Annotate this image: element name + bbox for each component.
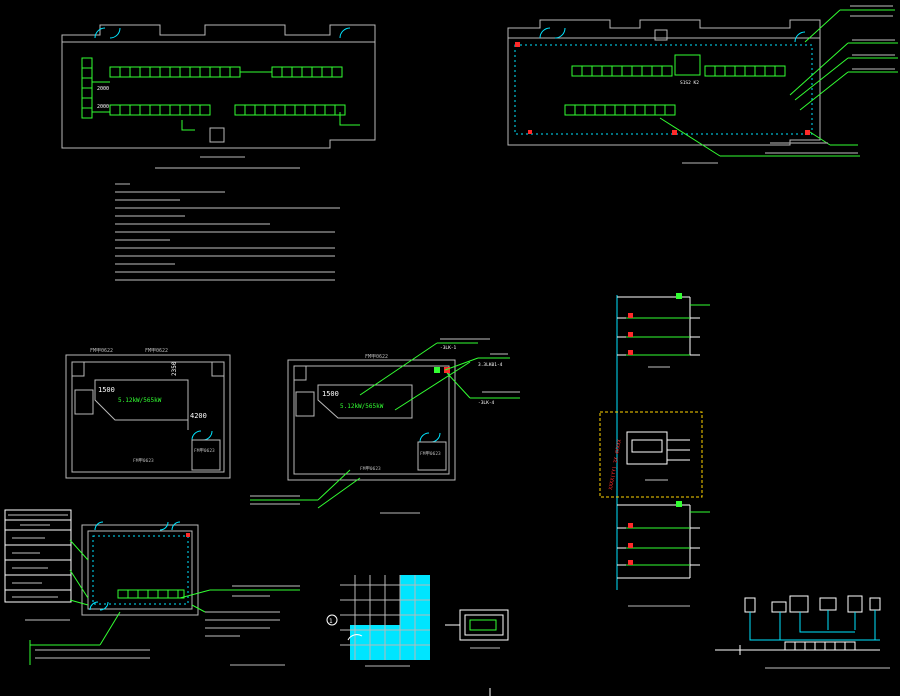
- plan-c-dim-1500: 1500: [98, 386, 115, 394]
- riser-control-panel: [626, 431, 668, 465]
- plan-b-rack-row-lower: [564, 104, 676, 116]
- section-arc: [347, 634, 363, 641]
- plan-b-callout-leaders: [659, 9, 898, 157]
- plan-a-door-arc-3: [339, 27, 351, 39]
- plan-b-device-red-3: [805, 130, 810, 135]
- plan-a-cable-tray: [92, 71, 360, 131]
- riser-diagram: XXXX(YY) 3X 4XXXX: [599, 293, 710, 607]
- plan-e-callout-text: [25, 585, 300, 659]
- plan-c-door-arc: [191, 430, 213, 441]
- plan-c-dim-4200: 4200: [190, 412, 207, 420]
- plan-c-door-1: FM甲0622: [90, 348, 113, 354]
- plan-b-device-red-4: [528, 130, 532, 134]
- plan-c-room: FM甲0622 FM甲0622 1500 2350 4200 5.12kW/56…: [65, 348, 231, 479]
- plan-c-corner-1: [71, 361, 85, 377]
- plan-d-device-red: [444, 367, 450, 373]
- plan-d-dim-1500: 1500: [322, 390, 339, 398]
- plan-a-rack-column-left: [81, 57, 93, 119]
- riser-top-group: [617, 296, 700, 356]
- riser-top-devices: [628, 293, 682, 355]
- plan-d-door-side: FM甲0623: [420, 451, 441, 457]
- plan-b-tag: S1S2 K2: [680, 80, 699, 86]
- wiring-terminal-strip: [784, 641, 856, 651]
- plan-b-device-red-1: [515, 42, 520, 47]
- cable-tray-detail: [445, 609, 509, 649]
- section-cyan-fill: [350, 575, 430, 660]
- riser-bottom-devices: [628, 501, 682, 565]
- plan-a-rack-row-lower: [109, 104, 346, 116]
- riser-control-box: [599, 411, 703, 498]
- plan-c-door-2: FM甲0622: [145, 348, 168, 354]
- plan-d-tag-a: -3LK-1: [440, 345, 457, 351]
- plan-c-dim-2350: 2350: [171, 361, 178, 376]
- plan-d-door-bottom: FM甲0623: [360, 466, 381, 472]
- plan-d-door: FM甲0622: [365, 354, 388, 360]
- plan-a-door-arc-2: [109, 27, 121, 39]
- design-notes-block: [115, 167, 340, 281]
- plan-e-door-arcs: [89, 521, 181, 611]
- plan-d-leaders: [250, 342, 520, 509]
- plan-b-floor-plan: S1S2 K2: [507, 5, 898, 164]
- plan-c-corner-2: [211, 361, 225, 377]
- plan-c-rack-zone: [94, 379, 189, 421]
- riser-control-screen: [631, 439, 663, 453]
- plan-a-floor-plan: 2000 2000: [61, 24, 376, 158]
- riser-top-bars: [626, 304, 710, 356]
- plan-c-door-bottom: FM甲0623: [133, 458, 154, 464]
- plan-c-walls: [65, 354, 231, 479]
- plan-a-walls: [61, 24, 376, 149]
- plan-d-room: FM甲0622 1500 5.12kW/565kW FM甲0623 FM甲062…: [250, 338, 520, 514]
- plan-a-dim-bottom: 2000: [97, 104, 109, 110]
- plan-c-door-side: FM甲0623: [194, 448, 215, 454]
- plan-d-rack-rating: 5.12kW/565kW: [340, 403, 384, 410]
- legend-table: [4, 509, 72, 603]
- plan-d-tag-b: -3LK-4: [478, 400, 495, 406]
- plan-e-room: [25, 521, 300, 666]
- riser-vertical-note: XXXX(YY) 3X 4XXXX: [608, 439, 623, 490]
- plan-b-detection-loop: [514, 44, 813, 135]
- plan-e-leaders: [29, 539, 300, 665]
- section-grid-detail: 1: [326, 575, 509, 667]
- plan-c-rack-block: [74, 389, 94, 415]
- plan-d-walls: [287, 359, 456, 481]
- plan-d-callout-text: [250, 338, 520, 505]
- plan-c-utility: [191, 439, 221, 471]
- plan-d-rack-zone: [317, 384, 413, 419]
- section-grid-marker-label: 1: [329, 618, 333, 625]
- plan-b-door-arc-1: [539, 27, 551, 39]
- riser-bottom-bars: [626, 511, 710, 566]
- plan-a-door-arc-1: [94, 27, 106, 39]
- plan-a-column: [209, 127, 225, 143]
- plan-d-rack-block: [295, 391, 315, 417]
- plan-d-utility: [417, 441, 447, 471]
- plan-d-device-green: [434, 367, 440, 373]
- system-wiring-diagram: [715, 595, 890, 669]
- plan-a-dim-top: 2000: [97, 86, 109, 92]
- plan-e-device-red: [186, 533, 190, 537]
- plan-b-door-arc-2: [554, 27, 566, 39]
- plan-b-door-arc-3: [794, 31, 806, 43]
- legend-text: [8, 514, 68, 598]
- plan-c-rack-rating: 5.12kW/565kW: [118, 397, 162, 404]
- plan-e-walls: [81, 524, 199, 616]
- wiring-devices: [744, 595, 881, 613]
- plan-d-door-arc: [419, 432, 441, 443]
- plan-b-rack-row-upper: [571, 54, 786, 77]
- plan-e-detection-loop: [92, 535, 189, 605]
- plan-e-rack-row: [117, 589, 185, 599]
- section-grid-lines: [340, 575, 430, 660]
- plan-b-callout-text: [765, 5, 895, 154]
- plan-b-device-red-2: [672, 130, 677, 135]
- plan-b-column: [654, 29, 668, 41]
- plan-d-corner-1: [293, 365, 307, 381]
- wiring-bus: [749, 610, 880, 641]
- plan-d-tag-c: 3.3LK01-4: [478, 362, 503, 368]
- riser-control-wiring: [667, 439, 690, 461]
- plan-a-rack-row-upper: [109, 66, 343, 78]
- section-grid-marker: [326, 614, 338, 626]
- plan-b-walls: [507, 19, 821, 146]
- riser-bottom-group: [617, 504, 700, 579]
